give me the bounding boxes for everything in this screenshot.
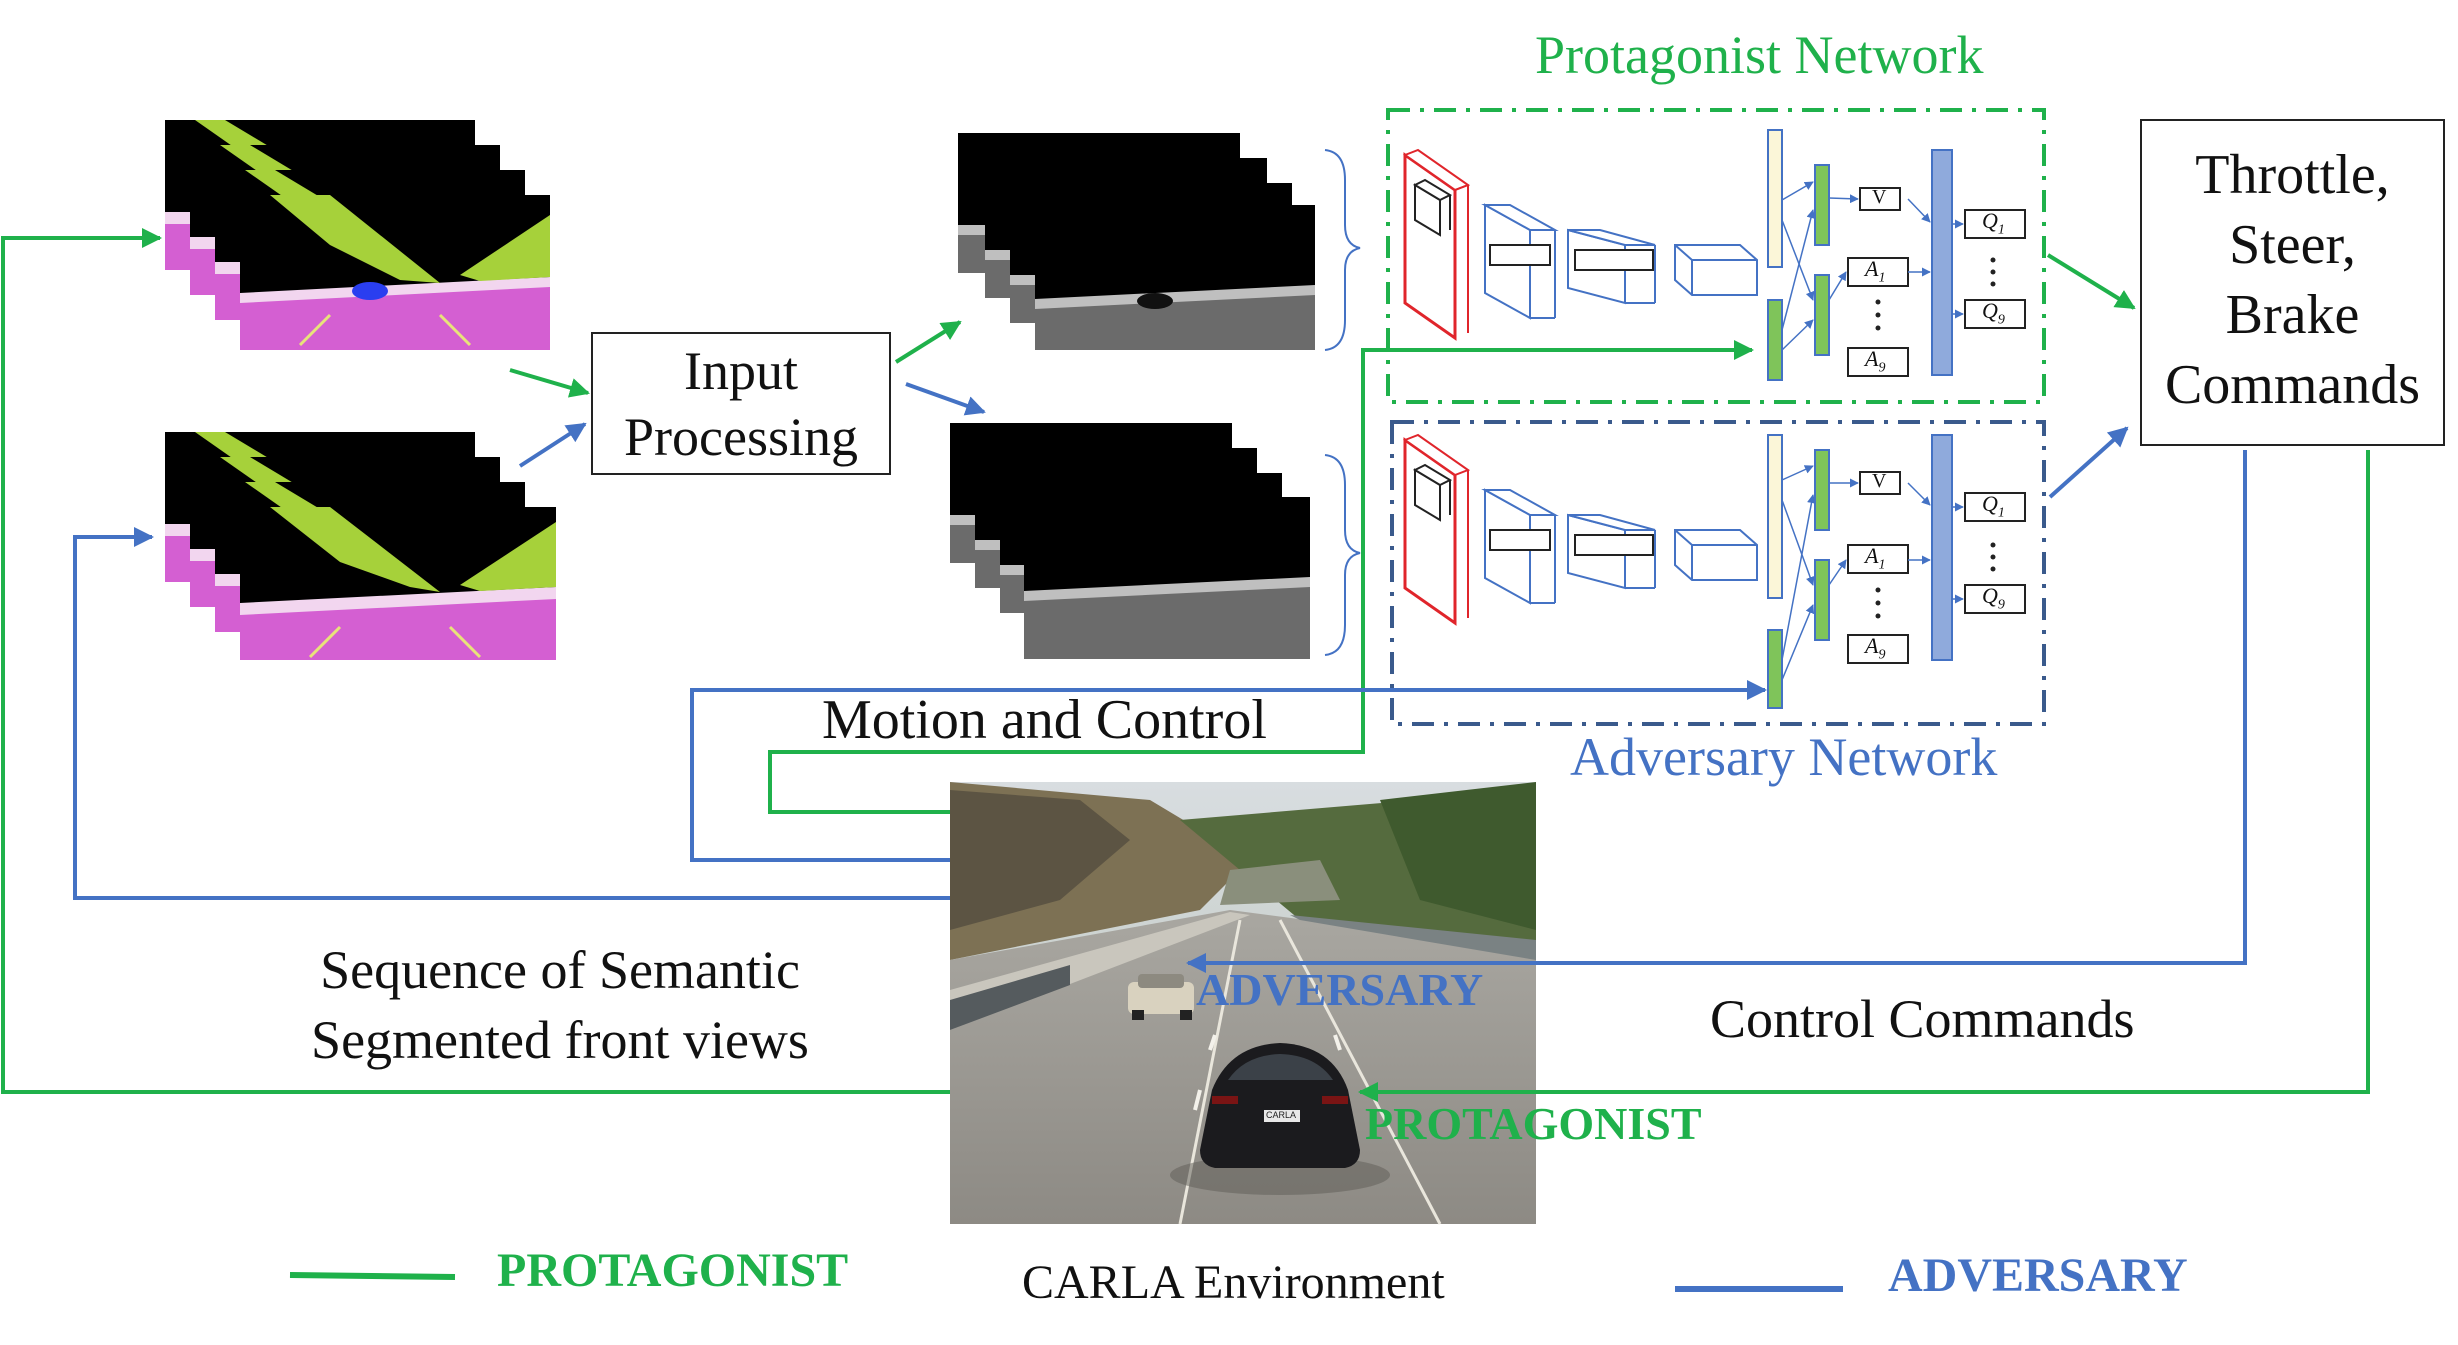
- legend-protagonist-line: [289, 1272, 456, 1280]
- carla-environment-label: CARLA Environment: [1022, 1256, 1445, 1309]
- prot-q9-node-label: Q9: [1982, 298, 2005, 328]
- protagonist-flow-lines: [1, 228, 2370, 1102]
- adversary-network-title: Adversary Network: [1570, 727, 1998, 787]
- protagonist-network-title: Protagonist Network: [1535, 25, 1984, 85]
- processed-stack-adversary: [950, 423, 1310, 659]
- motion-and-control-label: Motion and Control: [822, 689, 1267, 751]
- carla-scene-image: [950, 782, 1536, 1225]
- output-line2: Steer,: [2229, 214, 2356, 276]
- sequence-line2: Segmented front views: [311, 1010, 809, 1070]
- processed-stack-protagonist: [958, 133, 1315, 350]
- input-processing-line1: Input: [684, 341, 798, 401]
- input-processing-box: [591, 332, 891, 475]
- adv-adv1-node-label: A1: [1865, 543, 1886, 573]
- scene-adversary-label: ADVERSARY: [1196, 964, 1484, 1015]
- adversary-network-layers: [1402, 433, 2026, 709]
- adversary-car: [1128, 974, 1194, 1020]
- input-processing-label: Input Processing: [592, 338, 890, 470]
- sequence-label: Sequence of Semantic Segmented front vie…: [240, 935, 880, 1075]
- output-line3: Brake: [2225, 284, 2360, 346]
- scene-protagonist-label: PROTAGONIST: [1365, 1098, 1702, 1149]
- control-commands-label: Control Commands: [1710, 989, 2135, 1049]
- output-commands-box: [2140, 119, 2445, 446]
- semantic-stack-adversary: [165, 432, 556, 660]
- adversary-network-frame: [1390, 420, 2046, 726]
- adv-value-node-label: V: [1872, 470, 1887, 492]
- sequence-line1: Sequence of Semantic: [320, 940, 800, 1000]
- prot-value-node-label: V: [1872, 186, 1887, 208]
- seg-frame-4: [240, 195, 550, 350]
- prot-adv1-node-label: A1: [1865, 256, 1886, 286]
- legend-adversary-label: ADVERSARY: [1888, 1249, 2188, 1302]
- brace-adversary: [1324, 454, 1361, 656]
- protagonist-car: [1170, 1043, 1390, 1195]
- adv-adv9-node-label: A9: [1865, 633, 1886, 663]
- semantic-stack-protagonist: [165, 120, 550, 350]
- output-line4: Commands: [2164, 354, 2421, 416]
- protagonist-network-layers: [1402, 129, 2026, 381]
- adv-q1-node-label: Q1: [1982, 491, 2005, 521]
- brace-protagonist: [1324, 149, 1361, 351]
- legend-protagonist-label: PROTAGONIST: [497, 1244, 849, 1297]
- scene-plate-label: CARLA: [1266, 1110, 1297, 1120]
- output-line1: Throttle,: [2195, 144, 2390, 206]
- input-processing-line2: Processing: [624, 407, 858, 467]
- prot-adv9-node-label: A9: [1865, 346, 1886, 376]
- adv-q9-node-label: Q9: [1982, 583, 2005, 613]
- output-commands-label: Throttle, Steer, Brake Commands: [2141, 140, 2444, 420]
- adversary-flow-lines: [73, 382, 2247, 973]
- protagonist-network-frame: [1386, 108, 2046, 404]
- prot-q1-node-label: Q1: [1982, 208, 2005, 238]
